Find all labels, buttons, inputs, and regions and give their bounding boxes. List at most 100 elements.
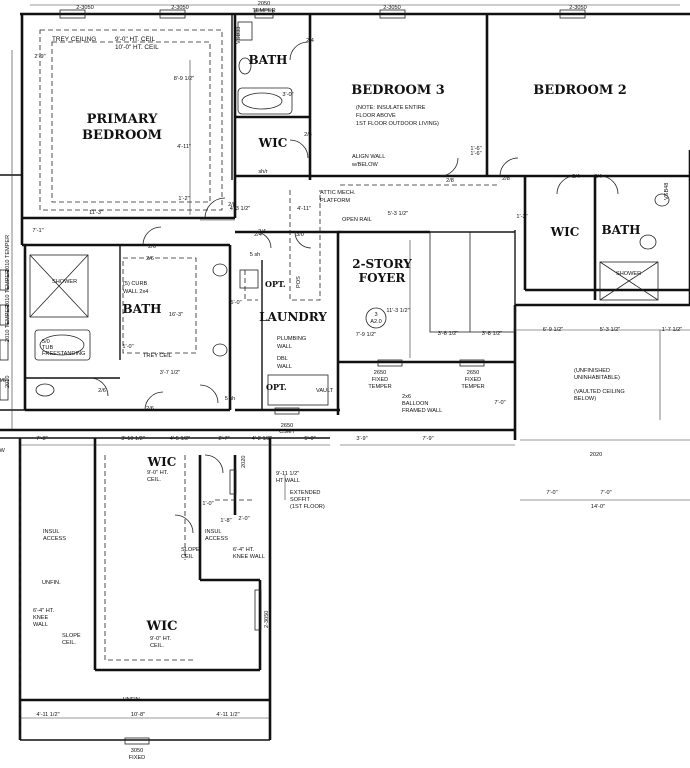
dimension-label-54: 10'-8": [131, 712, 145, 718]
window-tag-top-1: 2-3050: [171, 5, 188, 11]
note-unfinished-line-1: UNINHABITABLE): [574, 375, 620, 381]
room-bath-top: BATH: [248, 53, 287, 67]
note-tub-line-1: TUB: [42, 345, 53, 351]
note-fixed-tempered-1-line-1: FIXED: [372, 377, 388, 383]
dimension-label-22: 7'-9 1/2": [356, 332, 376, 338]
dimension-label-3: 1'-2": [178, 196, 189, 202]
window-tag-top-3: TEMPER: [252, 8, 275, 14]
dimension-label-18: 2/4: [254, 232, 262, 238]
note-tub-line-2: FREESTANDING: [42, 351, 85, 357]
note-bedroom3-insulate-line-1: FLOOR ABOVE: [356, 113, 396, 119]
note-trey-ceiling: TREY CEILING: [52, 36, 96, 43]
window-tag-misc-2: 2020: [590, 452, 602, 458]
dimension-label-43: 5'-0": [304, 436, 315, 442]
dimension-label-56: 5'-0": [230, 300, 241, 306]
window-tag-left-3: 2010: [5, 376, 11, 388]
dimension-label-25: 6'-9 1/2": [543, 327, 563, 333]
note-extended-soffit-line-2: (1ST FLOOR): [290, 504, 325, 510]
dimension-label-11: 2/4: [572, 174, 580, 180]
note-slope-ceil-2-line-1: CEIL.: [62, 640, 76, 646]
dimension-label-31: 2/6: [146, 406, 154, 412]
room-laundry: LAUNDRY: [259, 310, 327, 324]
dimension-label-33: 2/6: [146, 256, 154, 262]
dimension-label-19: 3/0: [296, 232, 304, 238]
note-insul-access-1-line-1: ACCESS: [43, 536, 66, 542]
dimension-label-38: 7'-8": [36, 436, 47, 442]
room-foyer-line-1: FOYER: [359, 271, 407, 285]
note-ceil-9: 9'-0" HT. CEIL: [115, 36, 156, 43]
note-fixed-tempered-2-line-1: FIXED: [465, 377, 481, 383]
window-tag-misc-1: CSMT: [279, 429, 295, 435]
dimension-label-29: 1'-3": [516, 214, 527, 220]
dimension-label-24: 3'-8 1/2": [482, 331, 502, 337]
room-wic-top: WIC: [258, 136, 288, 150]
room-primary-bedroom-line-0: PRIMARY: [87, 112, 159, 127]
note-plumbing-wall-line-1: WALL: [277, 344, 292, 350]
dimension-label-51: 1'-8": [220, 518, 231, 524]
note-dbl-wall-line-1: WALL: [277, 364, 292, 370]
note-wic-mid-ceil-line-1: CEIL.: [147, 477, 161, 483]
note-opt-2: OPT.: [266, 382, 287, 392]
room-bath-primary: BATH: [122, 302, 161, 316]
note-curb-wall-line-1: WALL 2x4: [123, 289, 148, 295]
dimension-label-36: 16'-3": [169, 312, 183, 318]
note-trey-ceil: TREY CEIL: [143, 353, 172, 359]
note-extended-soffit-line-1: SOFFIT: [290, 497, 310, 503]
window-tag-left-1: 2010 TEMPER: [5, 270, 11, 307]
note-curb-wall-line-0: (5) CURB: [123, 281, 148, 287]
dimension-label-17: 5'-3 1/2": [388, 211, 408, 217]
note-fixed-tempered-1-line-2: TEMPER: [368, 384, 391, 390]
dimension-lines: [11, 4, 690, 719]
dimension-label-52: 2'-0": [238, 516, 249, 522]
note-slope-ceil-1-line-0: SLOPE: [181, 547, 200, 553]
dimension-label-45: 7'-9": [422, 436, 433, 442]
dimension-label-10: 2/4: [258, 229, 266, 235]
note-balloon-wall-line-2: FRAMED WALL: [402, 408, 442, 414]
note-align-wall-line-0: ALIGN WALL: [352, 154, 385, 160]
dimension-label-27: 1'-7 1/2": [662, 327, 682, 333]
dimension-label-53: 4'-11 1/2": [36, 712, 59, 718]
dimension-label-2: 4'-11": [177, 144, 191, 150]
dimension-label-28: 1'-6": [470, 146, 481, 152]
note-pos: POS: [296, 276, 302, 288]
dimension-label-47: 7'-0": [600, 490, 611, 496]
dimension-label-48: 7'-0": [494, 400, 505, 406]
stairs: [429, 231, 516, 333]
note-knee-wall-1-line-1: KNEE WALL: [233, 554, 265, 560]
window-tag-misc-0: 2650: [281, 423, 293, 429]
note-wic-bottom-ceil-line-0: 9'-0" HT.: [150, 636, 172, 642]
note-opt-1: OPT.: [265, 279, 286, 289]
note-unfinished-line-4: BELOW): [574, 396, 596, 402]
room-primary-bedroom-line-1: BEDROOM: [82, 128, 162, 143]
note-wic-mid-ceil-line-0: 9'-0" HT.: [147, 470, 169, 476]
dimension-label-6: 2/6: [148, 244, 156, 250]
dimension-label-41: 2'-7": [218, 436, 229, 442]
note-half-wall-line-1: HT WALL: [276, 478, 300, 484]
note-wic-bottom-ceil-line-1: CEIL.: [150, 643, 164, 649]
note-fixed-tempered-1-line-0: 2650: [374, 370, 386, 376]
dimension-label-40: 4'-5 1/2": [170, 436, 190, 442]
note-align-wall-line-1: w/BELOW: [351, 162, 379, 168]
dimension-label-16: 4'-11": [297, 206, 311, 212]
window-tag-misc-5: VSB33: [236, 27, 242, 44]
window-tag-left-0: 2010 TEMPER: [5, 235, 11, 272]
note-slope-ceil-2-line-0: SLOPE: [62, 633, 81, 639]
doors: [89, 41, 619, 534]
window-tag-top-4: 2-3050: [383, 5, 400, 11]
note-shower-left: SHOWER: [52, 279, 77, 285]
note-bedroom3-insulate-line-2: 1ST FLOOR OUTDOOR LIVING): [356, 121, 439, 127]
dimension-label-37: 1'-0": [122, 344, 133, 350]
window-tag-top-0: 2-3050: [76, 5, 93, 11]
dimension-label-58: sh/r: [258, 169, 267, 175]
dimension-label-32: 2/6: [0, 378, 6, 384]
note-insul-access-2-line-1: ACCESS: [205, 536, 228, 542]
dimension-label-15: 4'-3 1/2": [230, 206, 250, 212]
dimension-label-14: 2/4: [594, 174, 602, 180]
window-marks: [0, 9, 586, 745]
dimension-label-0: 2'-9": [34, 54, 45, 60]
dimension-label-50: 1'-0": [202, 501, 213, 507]
window-tag-top-2: 2050: [258, 1, 270, 7]
dimension-label-5: 7'-1": [32, 228, 43, 234]
